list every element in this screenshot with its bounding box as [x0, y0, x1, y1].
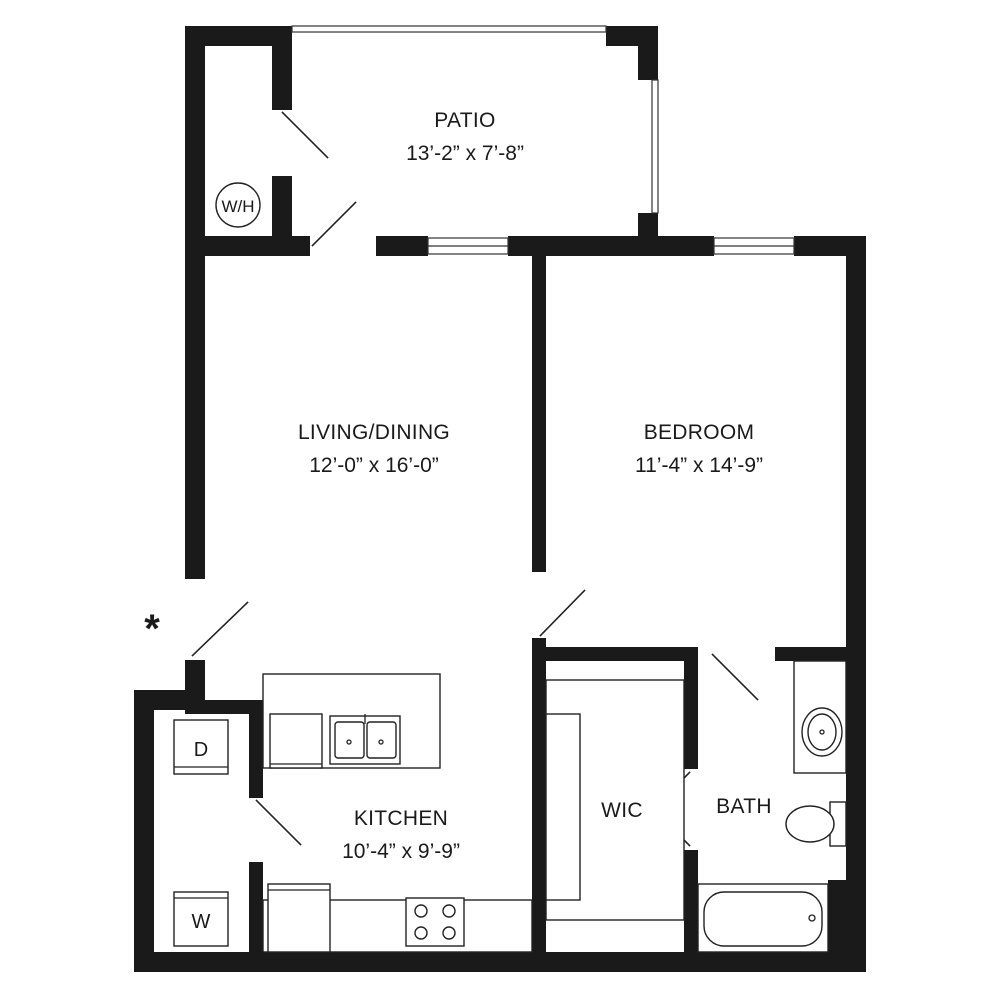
bath-sink-basin: [807, 713, 837, 751]
kitchen-name: KITCHEN: [354, 807, 448, 830]
bedroom-name: BEDROOM: [644, 421, 755, 444]
bath-sink-drain: [819, 729, 825, 735]
wall-bath-top-right: [775, 647, 866, 661]
windows: [291, 25, 795, 255]
fixtures: W/H D W: [173, 182, 847, 953]
washer-label: W: [192, 911, 211, 933]
wall-wic-top: [532, 647, 698, 661]
wall-living-left: [185, 236, 205, 579]
dryer-label: D: [194, 739, 208, 761]
burner-icon: [442, 904, 456, 918]
patio-right-glass: [651, 79, 659, 214]
living-name: LIVING/DINING: [298, 421, 450, 444]
tub-drain-icon: [808, 914, 816, 922]
wall-right-exterior: [846, 236, 866, 970]
patio-top-glass: [291, 25, 607, 33]
wall-patio-left: [185, 26, 205, 256]
wall-top-middle: [508, 236, 714, 256]
room-labels: PATIO 13’-2” x 7’-8” LIVING/DINING 12’-0…: [298, 109, 772, 863]
drain-left-icon: [346, 739, 352, 745]
laundry-door-inner: [255, 799, 302, 846]
dishwasher-icon: [269, 713, 323, 769]
wall-patio-corner: [638, 26, 658, 80]
bedroom-dims: 11’-4” x 14’-9”: [635, 454, 763, 477]
wall-laundry-top-right: [185, 700, 263, 714]
entry-door-inner: [191, 601, 249, 657]
wall-wh-bottom: [185, 236, 310, 256]
toilet-icon: [785, 805, 835, 843]
bedroom-door-inner: [539, 589, 586, 637]
wall-laundry-right-lower: [249, 862, 263, 970]
wall-wic-bath-upper: [684, 647, 698, 769]
wh-door-inner: [281, 111, 329, 159]
bath-name: BATH: [716, 795, 772, 818]
wall-wic-left: [532, 638, 546, 970]
dryer-icon: [173, 719, 229, 775]
wall-laundry-right-upper: [249, 700, 263, 798]
bath-door-inner: [711, 653, 759, 701]
range-icon: [405, 897, 465, 947]
burner-icon: [414, 904, 428, 918]
living-dims: 12’-0” x 16’-0”: [309, 454, 439, 477]
wall-tub-end: [828, 880, 866, 970]
walls: [134, 26, 866, 972]
water-heater-label: W/H: [221, 197, 254, 216]
bathtub-basin: [703, 891, 823, 947]
wall-living-top: [376, 236, 428, 256]
wall-patio-top-left: [185, 26, 292, 46]
wall-wh-divider-upper: [272, 26, 292, 110]
water-heater-icon: [215, 182, 261, 228]
patio-name: PATIO: [434, 109, 495, 132]
wall-laundry-left: [134, 690, 154, 970]
wall-bottom-exterior: [134, 952, 866, 972]
patio-dims: 13’-2” x 7’-8”: [406, 142, 524, 165]
wall-wic-bath-lower: [684, 850, 698, 970]
drain-right-icon: [378, 739, 384, 745]
doors: [191, 111, 759, 847]
burner-icon: [414, 926, 428, 940]
wic-shelf-inner: [545, 713, 581, 901]
entry-marker: *: [144, 607, 160, 651]
wic-name: WIC: [601, 799, 643, 822]
wall-bedroom-left: [532, 256, 546, 572]
refrigerator-icon: [267, 883, 331, 953]
patio-door-inner: [311, 201, 357, 247]
burner-icon: [442, 926, 456, 940]
kitchen-dims: 10’-4” x 9’-9”: [342, 840, 460, 863]
washer-icon: [173, 891, 229, 947]
